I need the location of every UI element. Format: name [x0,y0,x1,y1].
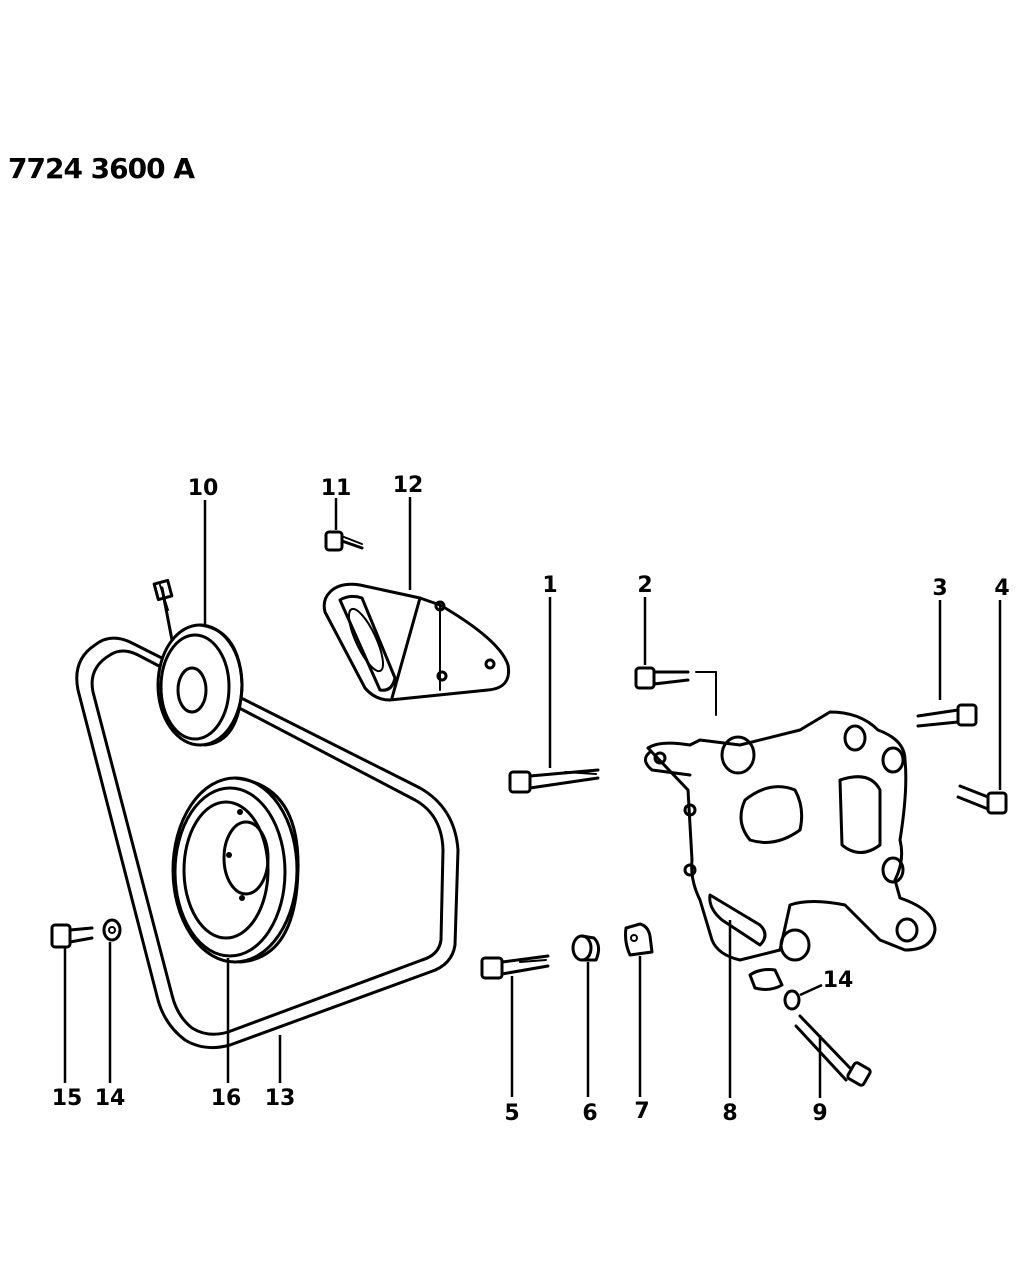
part-15-bolt [50,923,94,949]
callout-10: 10 [188,476,219,501]
part-1-bolt [508,768,600,794]
callout-3: 3 [932,576,947,601]
callout-15: 15 [52,1086,83,1111]
callout-6: 6 [582,1101,597,1126]
part-7-clip-nut [624,922,654,957]
part-12-mounting-bracket [322,582,511,702]
part-4-bolt [956,784,1008,815]
callout-5: 5 [504,1101,519,1126]
callout-4: 4 [994,576,1009,601]
callout-7: 7 [634,1099,649,1124]
callout-13: 13 [265,1086,296,1111]
part-16-crankshaft-pulley [171,776,300,964]
part-11-bolt [324,530,364,552]
leader-lines [63,497,1002,1098]
part-14-washer-right [783,989,801,1011]
part-3-bolt [916,703,978,728]
callout-14-left: 14 [95,1086,126,1111]
callout-12: 12 [393,473,424,498]
callout-labels: 1 2 3 4 5 6 7 8 9 10 11 12 13 14 14 15 1… [52,473,1010,1126]
part-8-main-bracket [644,710,937,991]
part-14-washer-left [102,918,122,942]
part-9-bolt [794,1014,872,1087]
callout-11: 11 [321,476,352,501]
part-2-bolt [634,666,717,716]
part-13-drive-belt [75,636,460,1050]
part-5-bolt [480,954,550,980]
part-10-idler-pulley [152,578,244,747]
callout-2: 2 [637,573,652,598]
part-6-collar [571,934,601,962]
callout-14-right: 14 [823,968,854,993]
callout-9: 9 [812,1101,827,1126]
callout-1: 1 [542,573,557,598]
callout-8: 8 [722,1101,737,1126]
diagram-code: 7724 3600 A [8,152,195,185]
callout-16: 16 [211,1086,242,1111]
